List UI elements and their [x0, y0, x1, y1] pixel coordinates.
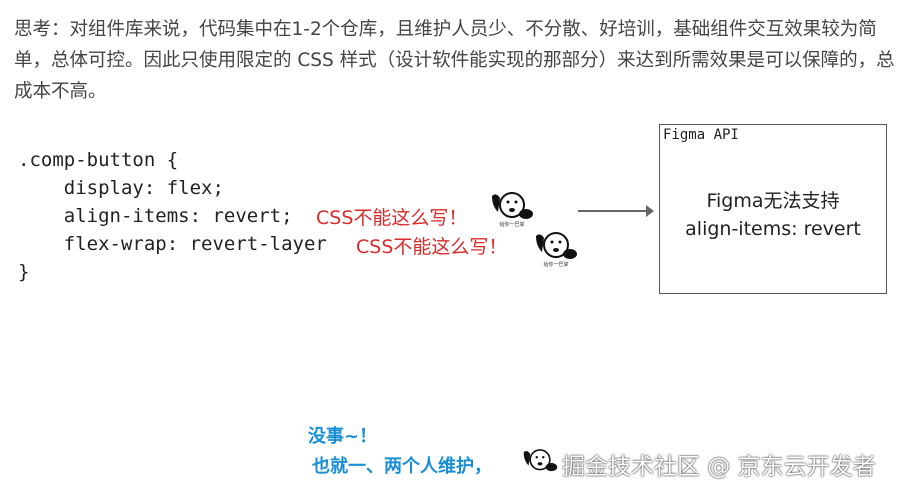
code-block: .comp-button { display: flex; align-item…	[18, 146, 327, 286]
code-line: .comp-button {	[18, 149, 179, 171]
figma-api-box: Figma API Figma无法支持 align-items: revert	[659, 124, 887, 294]
box-line: align-items: revert	[685, 218, 861, 240]
annotation-red: CSS不能这么写！	[356, 236, 508, 258]
reply-line-2: 也就一、两个人维护，	[312, 456, 492, 477]
reply-line-1: 没事~！	[308, 426, 378, 447]
box-title: Figma API	[663, 127, 739, 143]
svg-text:给你一巴掌: 给你一巴掌	[543, 261, 568, 268]
arrow-head-icon	[646, 205, 654, 217]
watermark: 掘金技术社区 @ 京东云开发者	[562, 454, 876, 480]
code-line: display: flex;	[18, 177, 224, 199]
arrow-line	[578, 210, 650, 212]
panda-sticker-icon: 给你一巴掌	[492, 192, 533, 228]
annotation-red: CSS不能这么写！	[316, 207, 468, 229]
panda-sticker-icon	[523, 449, 558, 472]
intro-paragraph: 思考：对组件库来说，代码集中在1-2个仓库，且维护人员少、不分散、好培训，基础组…	[14, 19, 895, 102]
box-body: Figma无法支持 align-items: revert	[660, 187, 886, 243]
code-line: flex-wrap: revert-layer	[18, 233, 327, 255]
panda-sticker-icon: 给你一巴掌	[536, 232, 577, 268]
code-line: align-items: revert;	[18, 205, 293, 227]
box-line: Figma无法支持	[706, 190, 840, 212]
svg-text:给你一巴掌: 给你一巴掌	[499, 221, 524, 228]
code-line: }	[18, 261, 30, 283]
